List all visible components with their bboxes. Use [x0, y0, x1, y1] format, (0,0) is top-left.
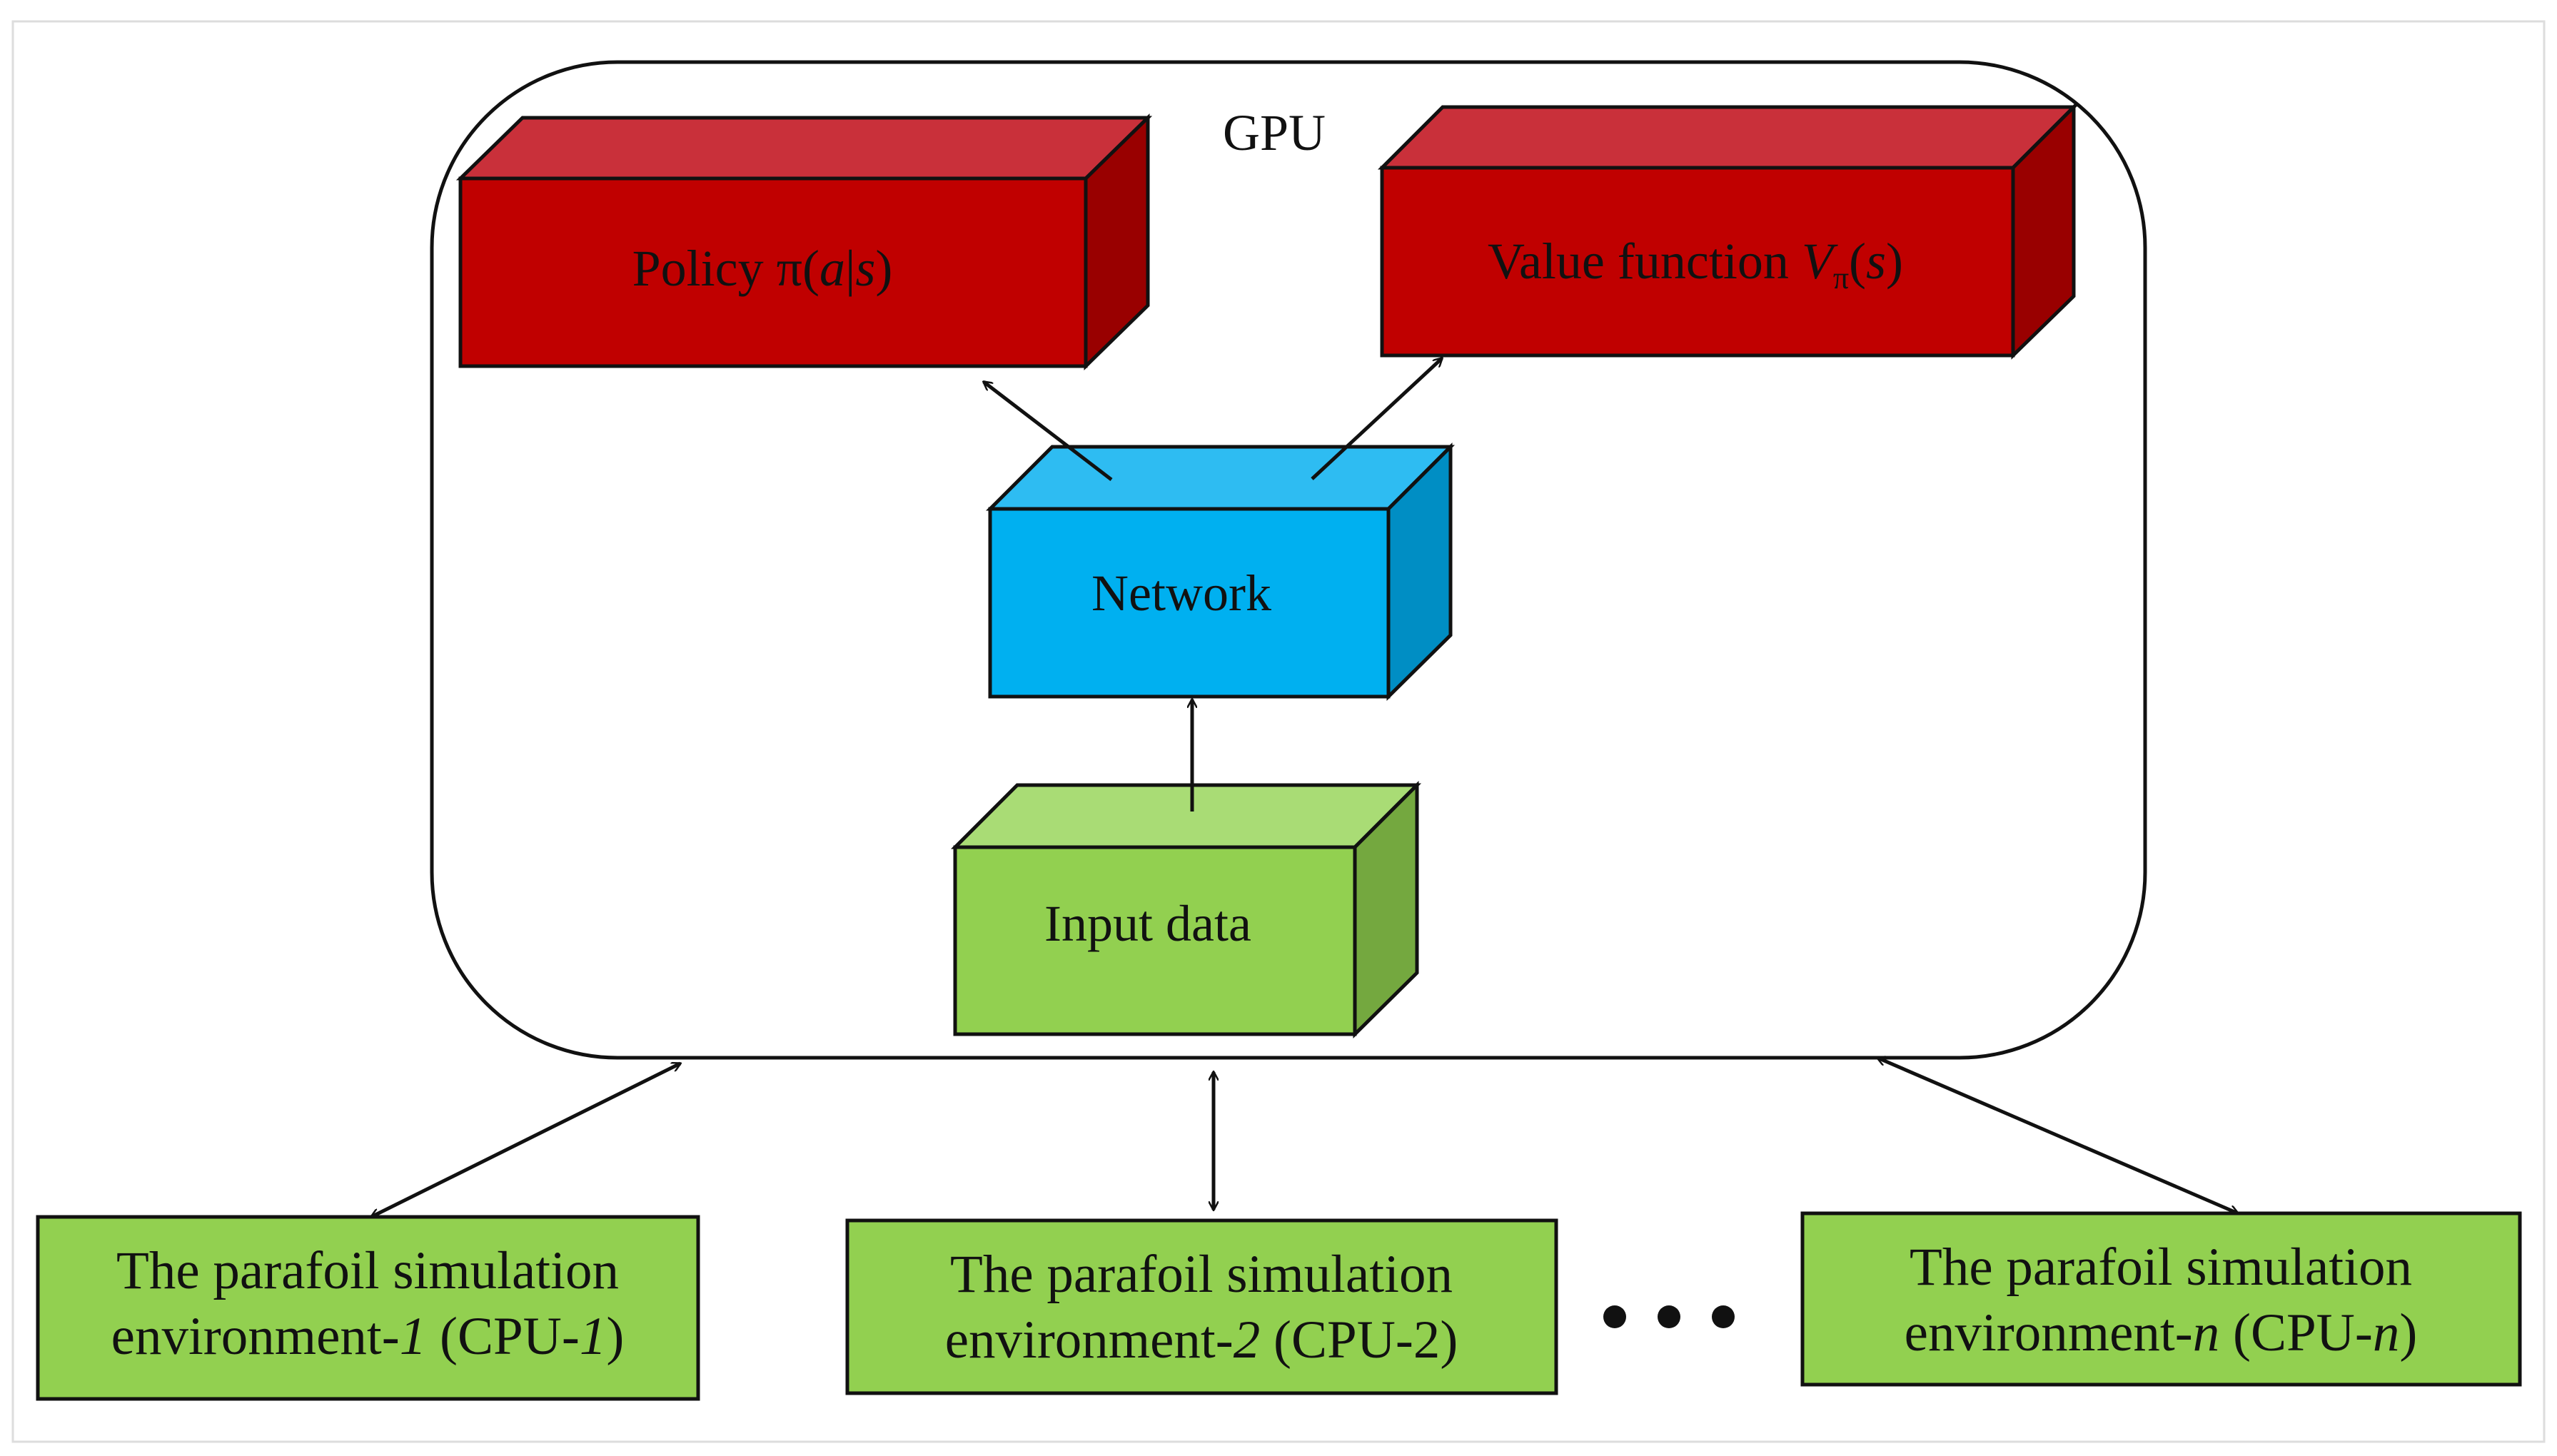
ellipsis-dots: [1603, 1305, 1735, 1328]
network-box-front: [988, 507, 1391, 699]
gpu-label: GPU: [1223, 104, 1326, 161]
arrow-network-to-value: [1311, 358, 1442, 480]
input-data-box: Input data: [950, 780, 1422, 1038]
input-box-front: [953, 845, 1357, 1036]
input-data-label: Input data: [1044, 895, 1251, 952]
ellipsis-dot: [1712, 1305, 1735, 1328]
network-box-top: [985, 445, 1456, 511]
policy-box-top: [455, 116, 1153, 181]
policy-box: Policy π(a|s): [455, 113, 1153, 370]
env-box-n-rect: [1800, 1211, 2522, 1387]
env-2-line2: environment-2 (CPU-2): [945, 1310, 1458, 1370]
value-box-top: [1377, 105, 2079, 170]
env-box-n: The parafoil simulation environment-n (C…: [1800, 1211, 2522, 1387]
env-1-line1: The parafoil simulation: [116, 1241, 619, 1300]
figure-border: [11, 20, 2546, 1443]
network-box: Network: [985, 442, 1456, 701]
value-function-label: Value function Vπ(s): [1488, 233, 1903, 295]
arrow-gpu-envn: [1877, 1058, 2238, 1213]
env-n-line2: environment-n (CPU-n): [1905, 1303, 2418, 1363]
arrow-network-to-policy: [984, 382, 1113, 481]
policy-label: Policy π(a|s): [632, 240, 893, 297]
policy-box-front: [458, 176, 1088, 368]
env-n-line1: The parafoil simulation: [1910, 1238, 2412, 1297]
env-box-1-rect: [36, 1215, 700, 1401]
env-box-2: The parafoil simulation environment-2 (C…: [845, 1218, 1558, 1395]
network-label: Network: [1091, 565, 1271, 622]
input-box-top: [950, 783, 1422, 849]
arrow-gpu-env1: [371, 1061, 680, 1219]
ellipsis-dot: [1603, 1305, 1626, 1328]
env-box-1: The parafoil simulation environment-1 (C…: [36, 1215, 700, 1401]
value-function-box: Value function Vπ(s): [1377, 102, 2079, 360]
value-box-front: [1380, 166, 2015, 358]
ellipsis-dot: [1658, 1305, 1680, 1328]
env-1-line2: environment-1 (CPU-1): [111, 1307, 625, 1366]
env-2-line1: The parafoil simulation: [950, 1245, 1453, 1304]
env-box-2-rect: [845, 1218, 1558, 1395]
